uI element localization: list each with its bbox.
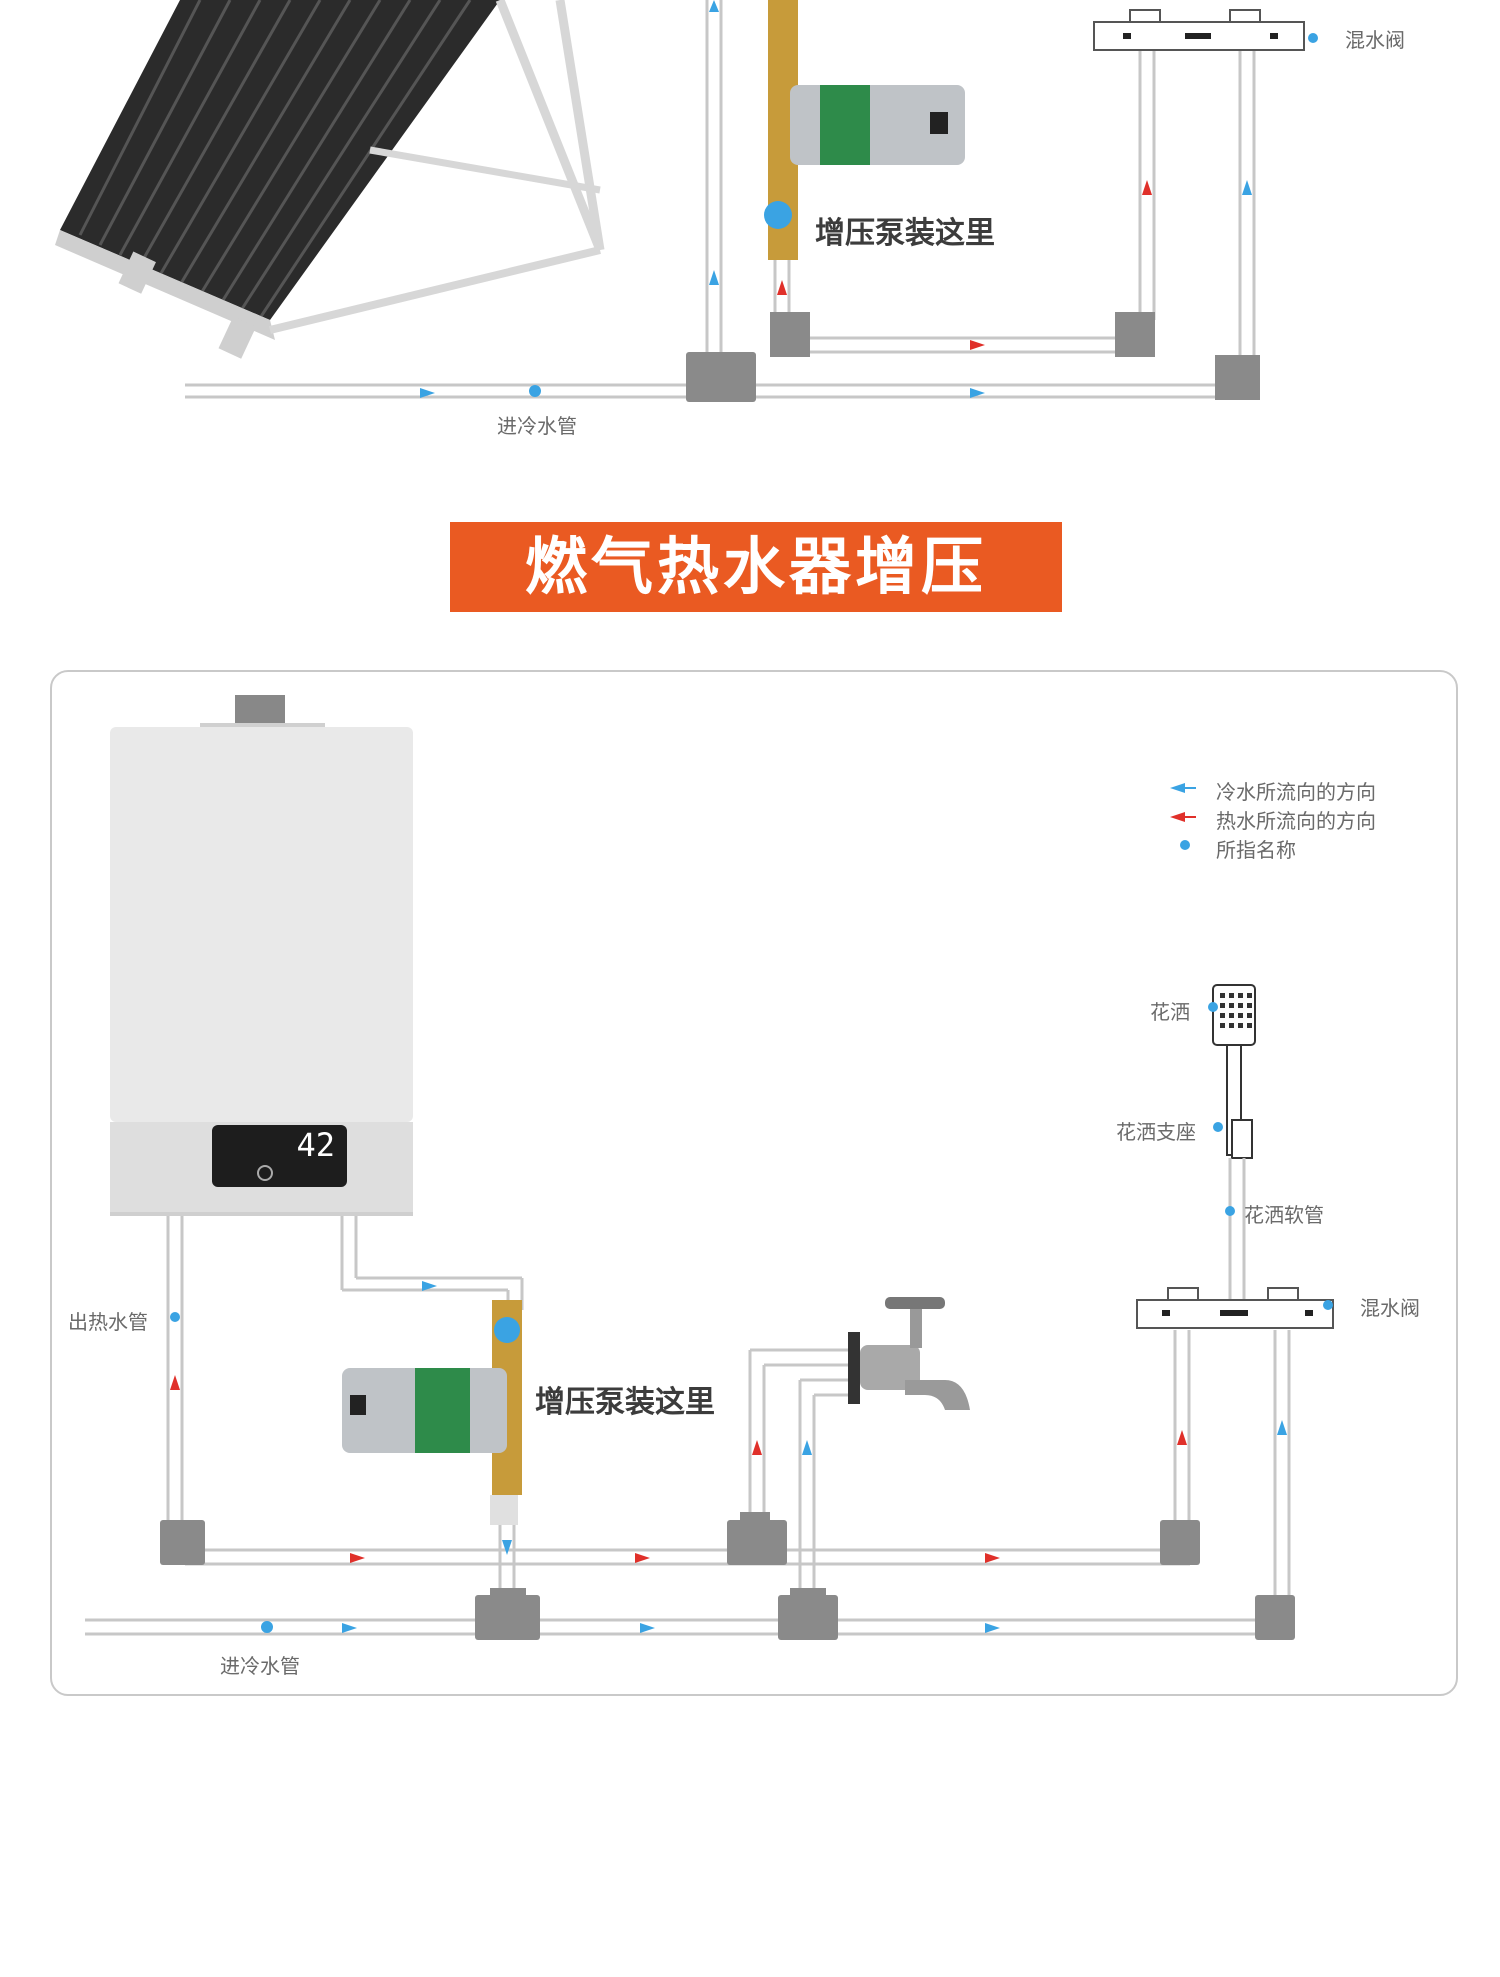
top-diagram bbox=[55, 0, 1318, 402]
shower-hose-label: 花洒软管 bbox=[1244, 1203, 1324, 1227]
legend-hot-direction: 热水所流向的方向 bbox=[1216, 809, 1376, 833]
mixing-valve-label-top: 混水阀 bbox=[1345, 28, 1405, 52]
shower-head-label: 花洒 bbox=[1150, 1000, 1190, 1024]
solar-water-heater-image bbox=[55, 0, 605, 359]
legend-name-marker: 所指名称 bbox=[1216, 838, 1296, 862]
shower-holder-label: 花洒支座 bbox=[1116, 1120, 1196, 1144]
legend-cold-direction: 冷水所流向的方向 bbox=[1216, 780, 1376, 804]
mixing-valve-label-bottom: 混水阀 bbox=[1360, 1296, 1420, 1320]
pump-location-label-bottom: 增压泵装这里 bbox=[535, 1385, 715, 1420]
cold-inlet-label-bottom: 进冷水管 bbox=[220, 1654, 300, 1678]
mixing-valve-image bbox=[1093, 9, 1305, 51]
section-title-banner: 燃气热水器增压 bbox=[450, 522, 1062, 612]
cold-inlet-label-top: 进冷水管 bbox=[497, 414, 577, 438]
pump-location-label-top: 增压泵装这里 bbox=[815, 216, 995, 251]
booster-pump-image bbox=[764, 0, 965, 260]
heater-display-value: 42 bbox=[296, 1126, 335, 1164]
flow-arrows bbox=[420, 0, 1252, 398]
hot-outlet-label: 出热水管 bbox=[68, 1310, 148, 1334]
